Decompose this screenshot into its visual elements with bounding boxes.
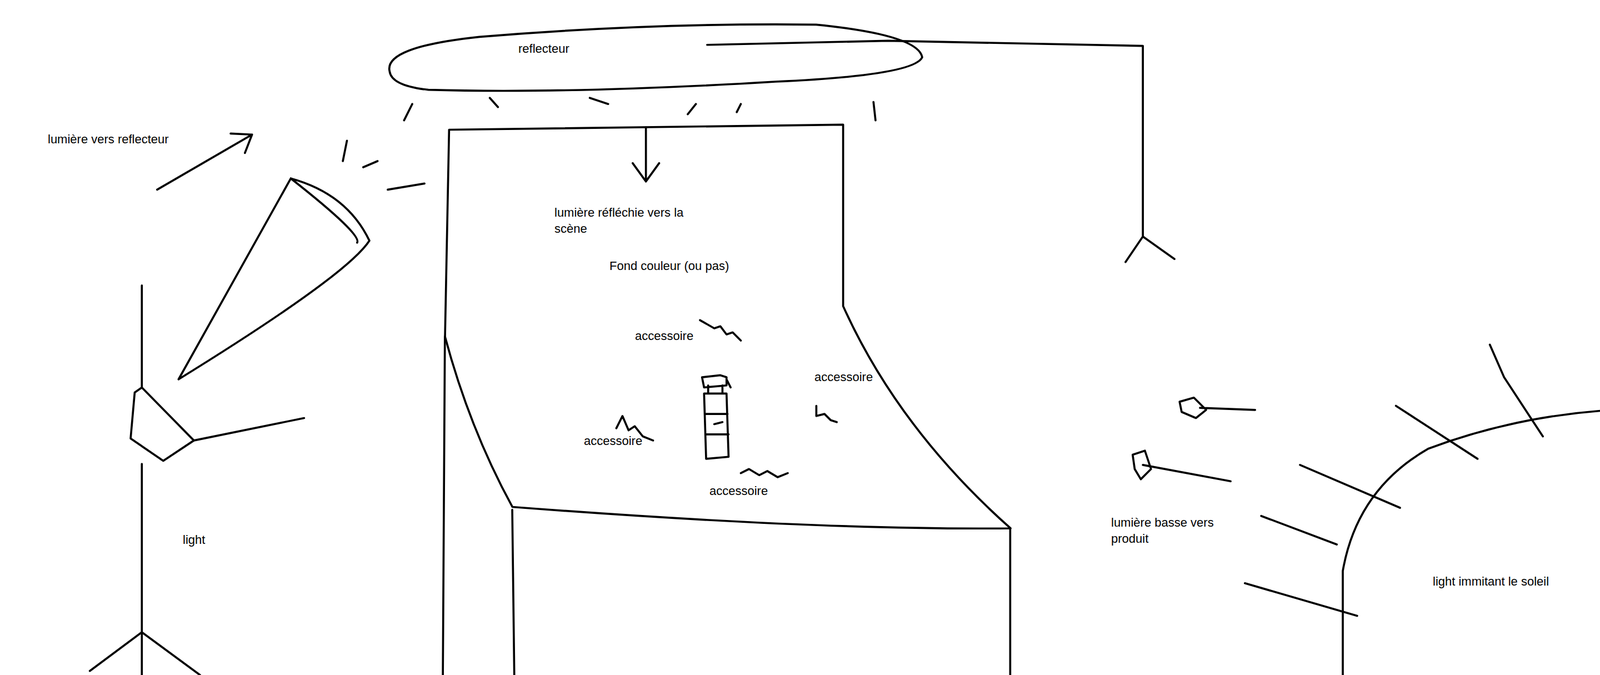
node-text: Fond couleur (ou pas) — [609, 258, 729, 275]
backdrop-scene: lumière réfléchie vers la scèneFond coul… — [438, 120, 1017, 535]
outline-path — [1342, 411, 1600, 675]
node-text: accessoire — [709, 483, 768, 500]
light-arrow — [1132, 450, 1231, 482]
light-caption: lumière basse vers produit — [1111, 515, 1232, 547]
accessory-mark — [740, 468, 788, 478]
outline-path — [445, 124, 1011, 529]
direction-arrow — [157, 133, 253, 190]
light-rays — [403, 97, 876, 120]
node-outline — [438, 120, 1017, 535]
node-text: light immitant le soleil — [1432, 573, 1549, 590]
light-stand — [90, 285, 200, 675]
reflected-arrow — [632, 127, 660, 182]
light-caption: lumière vers reflecteur — [47, 131, 169, 148]
node-text: accessoire — [583, 433, 643, 450]
light-beam — [342, 140, 425, 190]
light-head — [130, 387, 304, 461]
product-bottle — [702, 375, 731, 459]
suspension-line — [707, 40, 1175, 262]
light-cone — [178, 178, 369, 380]
accessory-mark — [816, 405, 837, 422]
node-outline — [385, 20, 929, 94]
outline-path — [389, 24, 923, 92]
node-outline — [1336, 407, 1600, 675]
node-text: accessoire — [635, 328, 694, 345]
reflector-ellipse: reflecteur — [385, 20, 929, 94]
light-arrow — [1179, 397, 1255, 419]
accessory-mark — [700, 320, 741, 341]
light-caption: light — [182, 532, 205, 549]
node-text: reflecteur — [518, 41, 570, 58]
node-text: accessoire — [814, 369, 873, 386]
node-text: lumière réfléchie vers la scène — [554, 205, 708, 237]
sun-light: light immitant le soleil — [1336, 407, 1600, 675]
table-legs — [442, 336, 1010, 675]
